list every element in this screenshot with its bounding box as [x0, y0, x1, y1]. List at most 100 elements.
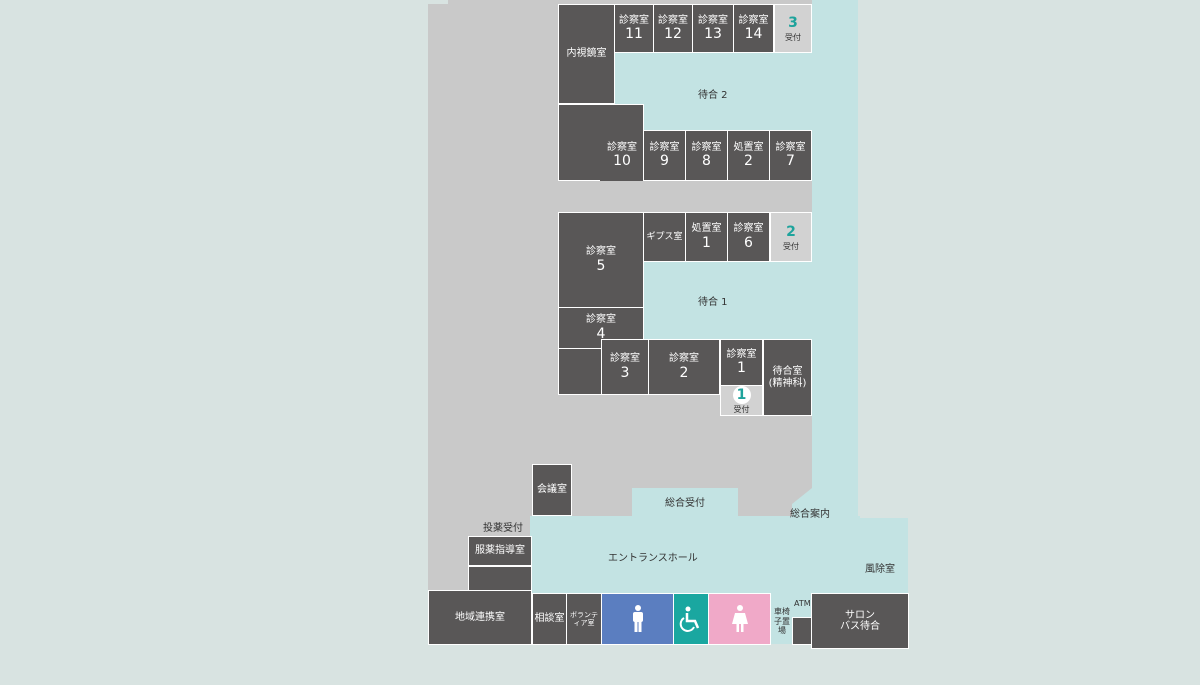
room-number: 12: [664, 26, 682, 43]
general-reception-counter: [632, 488, 738, 516]
room-label: 診察室: [649, 141, 680, 153]
reception-label: 受付: [733, 405, 750, 414]
room-label: 診察室: [698, 14, 728, 26]
room-label: 診察室: [607, 141, 637, 153]
room-label: 相談室: [534, 613, 565, 625]
womens-restroom[interactable]: [708, 593, 771, 645]
room-label: 診察室: [619, 14, 649, 26]
windbreak-room: [858, 518, 908, 593]
volunteer-room[interactable]: ボランティア室: [566, 593, 602, 645]
room-label: 診察室: [775, 141, 806, 153]
room-label: 内視鏡室: [566, 48, 607, 60]
waiting-area-1: [644, 262, 814, 339]
room-label: ギプス室: [646, 231, 683, 242]
room-number: 9: [660, 153, 669, 170]
room-label: 診察室: [691, 141, 722, 153]
room-sublabel: (精神科): [768, 377, 807, 389]
reception-number-1: 1: [732, 386, 751, 404]
room-number: 1: [737, 360, 746, 377]
mens-restroom[interactable]: [601, 593, 674, 645]
psychiatry-waiting-room[interactable]: 待合室(精神科): [763, 339, 812, 416]
room-number: 10: [613, 153, 631, 170]
meeting-room[interactable]: 会議室: [532, 464, 572, 516]
room-label: 診察室: [610, 353, 640, 365]
waiting-2-label: 待合 2: [698, 90, 728, 101]
waiting-area-2: [614, 53, 814, 130]
room-number: 7: [786, 153, 795, 170]
waiting-1-label: 待合 1: [698, 297, 728, 308]
room-label: 診察室: [733, 223, 764, 235]
mens-restroom-icon: [632, 605, 643, 632]
waiting-area-east: [812, 0, 858, 516]
cast-room[interactable]: ギプス室: [643, 212, 686, 262]
atm-label: ATM: [794, 599, 811, 608]
hallway-west-corridor: [428, 4, 532, 590]
room-number: 5: [596, 257, 606, 274]
endoscopy-room[interactable]: 内視鏡室: [558, 4, 615, 104]
room-label: 診察室: [738, 14, 769, 26]
room-number: 6: [744, 234, 753, 251]
room-number: 2: [744, 153, 753, 170]
room-number: 11: [625, 26, 643, 43]
room-number: 8: [702, 153, 711, 170]
room-label: 診察室: [726, 348, 757, 360]
windbreak-room-label: 風除室: [865, 564, 895, 575]
regional-liaison-room[interactable]: 地域連携室: [428, 590, 532, 645]
room-label: 診察室: [586, 246, 616, 258]
room-number: 13: [704, 26, 722, 43]
info-desk-label: 総合案内: [790, 509, 830, 520]
room-label: 服薬指導室: [475, 545, 525, 557]
medication-guidance-room[interactable]: 服薬指導室: [468, 536, 532, 566]
room-label: 地域連携室: [455, 611, 505, 623]
wheelchair-area-bg: [770, 594, 794, 644]
consultation-room[interactable]: 相談室: [532, 593, 567, 645]
reception-number-3: 3: [788, 15, 798, 31]
atm-area-bg: [792, 594, 812, 618]
womens-restroom-icon: [731, 605, 748, 632]
room-label: 会議室: [537, 484, 567, 496]
reception-number-2: 2: [786, 223, 796, 240]
room-sublabel: バス待合: [840, 621, 880, 632]
room-label: 診察室: [586, 314, 616, 326]
accessible-restroom[interactable]: [673, 593, 709, 645]
reception-label: 受付: [783, 241, 799, 251]
room-label: 処置室: [691, 223, 722, 235]
room-label: 待合室: [772, 366, 803, 377]
room-number: 4: [596, 325, 606, 342]
salon-bus-waiting[interactable]: サロンバス待合: [811, 593, 909, 649]
room-number: 1: [702, 234, 711, 251]
info-desk-corner: [792, 488, 816, 518]
room-label: ボランティア室: [570, 610, 598, 627]
room-label: サロン: [845, 609, 875, 621]
accessible-restroom-icon: [679, 606, 700, 632]
room-label: 診察室: [669, 353, 699, 365]
wheelchair-storage-label: 車椅子置場: [774, 607, 790, 636]
storage-room: [558, 348, 602, 395]
room-label: 処置室: [733, 141, 764, 153]
atm-booth: [792, 617, 812, 645]
room-number: 2: [679, 364, 689, 381]
entrance-hall-label: エントランスホール: [608, 553, 698, 564]
room-number: 14: [744, 26, 763, 43]
general-reception-label: 総合受付: [665, 498, 705, 509]
room-label: 診察室: [658, 14, 688, 26]
room-number: 3: [620, 364, 630, 381]
